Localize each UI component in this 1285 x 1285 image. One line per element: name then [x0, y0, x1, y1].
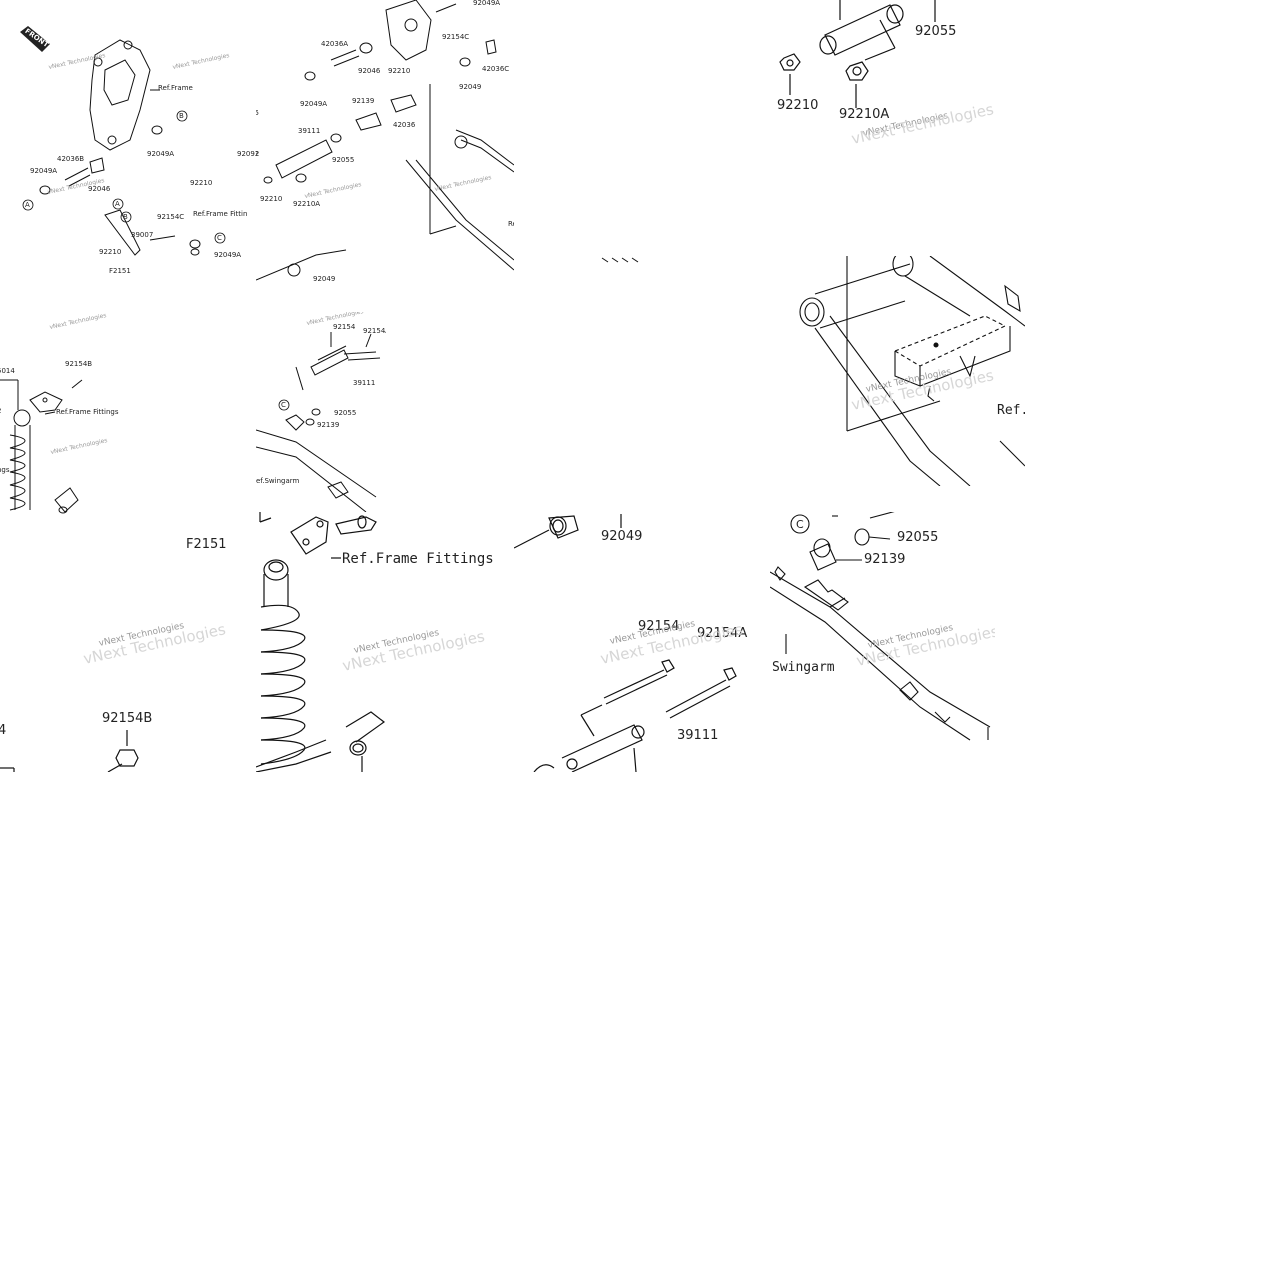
part-92049-label: 92049 — [313, 275, 336, 283]
part-42036b-label: 42036B — [57, 155, 85, 163]
part-39007-label: 39007 — [131, 231, 154, 239]
tile-zoom-swingarm: Ref. vNext Technologies vNext Technologi… — [770, 256, 1025, 486]
part-39111-label: 39111 — [353, 379, 376, 387]
part-ngs-label: ngs — [0, 466, 10, 474]
ref-swingarm-label: ef.Swingarm — [256, 477, 300, 485]
ref-frame-fittings-label: Ref.Frame Fittings — [342, 551, 494, 567]
part-92055-label: 92055 — [915, 24, 957, 39]
tile-zoom-swingarm-lower: C 92055 92139 Swingarm vNext Technologie… — [770, 512, 995, 742]
part-92210-label: 92210 — [777, 98, 819, 113]
tile-zoom-nuts: 92055 92210 92210A vNext Technologies vN… — [770, 0, 1020, 160]
part-92092-label: 92092 — [256, 150, 259, 158]
part-39111-label: 39111 — [298, 127, 321, 135]
part-92154a-label: 92154A — [697, 626, 748, 641]
part-42036c-label: 42036C — [482, 65, 510, 73]
part-92210-label: 92210 — [260, 195, 283, 203]
swingarm-pivot-drawing — [799, 256, 1025, 486]
part-92154b-label: 92154B — [65, 360, 93, 368]
part-92049a-label: 92049A — [300, 100, 328, 108]
part-92139-label: 92139 — [317, 421, 340, 429]
part-92049-label: 92049 — [601, 529, 643, 544]
fragment-lines — [601, 257, 639, 263]
shock-absorber-drawing — [0, 379, 83, 514]
part-92154a-label: 92154A — [363, 327, 386, 335]
callout-b: B — [179, 112, 184, 120]
part-92055-label: 92055 — [334, 409, 357, 417]
ref-frame-fittings-label: Ref.Frame Fittings — [56, 408, 119, 416]
diagram-code-big: F2151 — [186, 537, 227, 552]
part-2-label: 2 — [0, 408, 1, 415]
tile-zoom-shock: Ref.Frame Fittings vNext Technologies vN… — [256, 512, 514, 772]
part-92154-label: 92154 — [638, 619, 680, 634]
part-92139-label: 92139 — [352, 97, 375, 105]
tile-fragment-top — [600, 256, 645, 266]
tile-zoom-tierod: 92154 92154A 39111 vNext Technologies vN… — [514, 600, 770, 772]
callout-b: B — [123, 213, 128, 221]
part-92154b-label: 92154B — [102, 711, 153, 726]
part-92046-label: 92046 — [358, 67, 381, 75]
tierod-bolts-drawing — [533, 659, 737, 772]
part-42036a-label: 42036A — [321, 40, 349, 48]
part-92049a-label: 92049A — [214, 251, 242, 259]
callout-c: C — [281, 401, 286, 409]
part-92049a-label: 92049A — [147, 150, 175, 158]
tile-shock-overview: 5014 92154B 2 Ref.Frame Fittings ngs vNe… — [0, 300, 256, 515]
part-92154-label: 92154 — [333, 323, 356, 331]
part-92092-label: 92092 — [237, 150, 260, 158]
part-92055-label: 92055 — [332, 156, 355, 164]
ref-re-label: Re — [508, 220, 514, 228]
ref-frame-fittings-label: Ref.Frame Fittin — [193, 210, 248, 218]
part-92139-label: 92139 — [864, 552, 906, 567]
part-4-label: 4 — [0, 723, 7, 738]
callout-c: C — [796, 518, 804, 531]
link-nut-drawing — [779, 0, 936, 108]
part-92210a-label: 92210A — [839, 107, 890, 122]
part-92046-label: 92046 — [88, 185, 111, 193]
linkage-drawing — [256, 0, 514, 281]
ref-short-label: Ref. — [997, 403, 1025, 418]
part-45014-label: 5014 — [0, 367, 15, 375]
tile-overview-left: FRONT Ref.Frame B 92049A 42036B 92049A 9… — [0, 0, 256, 280]
tile-overview-center: 92049A 42036A 92154C 92046 92210 42036C … — [256, 0, 514, 295]
tile-zoom-92049: 92049 — [514, 512, 770, 552]
callout-a: A — [25, 201, 30, 209]
tie-rod-drawing — [256, 332, 381, 513]
callout-c: C — [217, 234, 222, 242]
swingarm-bushing-drawing — [770, 512, 991, 741]
shock-spring-drawing — [256, 512, 386, 772]
part-45-label: 45 — [256, 109, 259, 117]
part-92210-label: 92210 — [388, 67, 411, 75]
frame-bracket-drawing — [20, 26, 226, 256]
tile-links-overview: 92154 92154A 39111 C 92055 92139 ef.Swin… — [256, 312, 386, 517]
part-92154c-label: 92154C — [442, 33, 470, 41]
bolt-drawing — [0, 730, 139, 772]
callout-a: A — [115, 200, 120, 208]
part-92055-label: 92055 — [897, 530, 939, 545]
bushing-drawing — [514, 514, 622, 549]
part-92049-label: 92049 — [459, 83, 482, 91]
ref-frame-label: Ref.Frame — [158, 84, 193, 92]
part-92210a-label: 92210A — [293, 200, 321, 208]
part-92154c-label: 92154C — [157, 213, 185, 221]
ref-swingarm-label: Swingarm — [772, 660, 835, 675]
part-92210-label: 92210 — [99, 248, 122, 256]
part-92210-label: 92210 — [190, 179, 213, 187]
part-42036-label: 42036 — [393, 121, 416, 129]
part-92049a-label: 92049A — [473, 0, 501, 7]
part-39111-label: 39111 — [677, 728, 719, 743]
part-92049a-label: 92049A — [30, 167, 58, 175]
tile-zoom-bolt: 92154B 4 vNext Technologies vNext Techno… — [0, 600, 256, 772]
diagram-code-label: F2151 — [109, 267, 131, 275]
